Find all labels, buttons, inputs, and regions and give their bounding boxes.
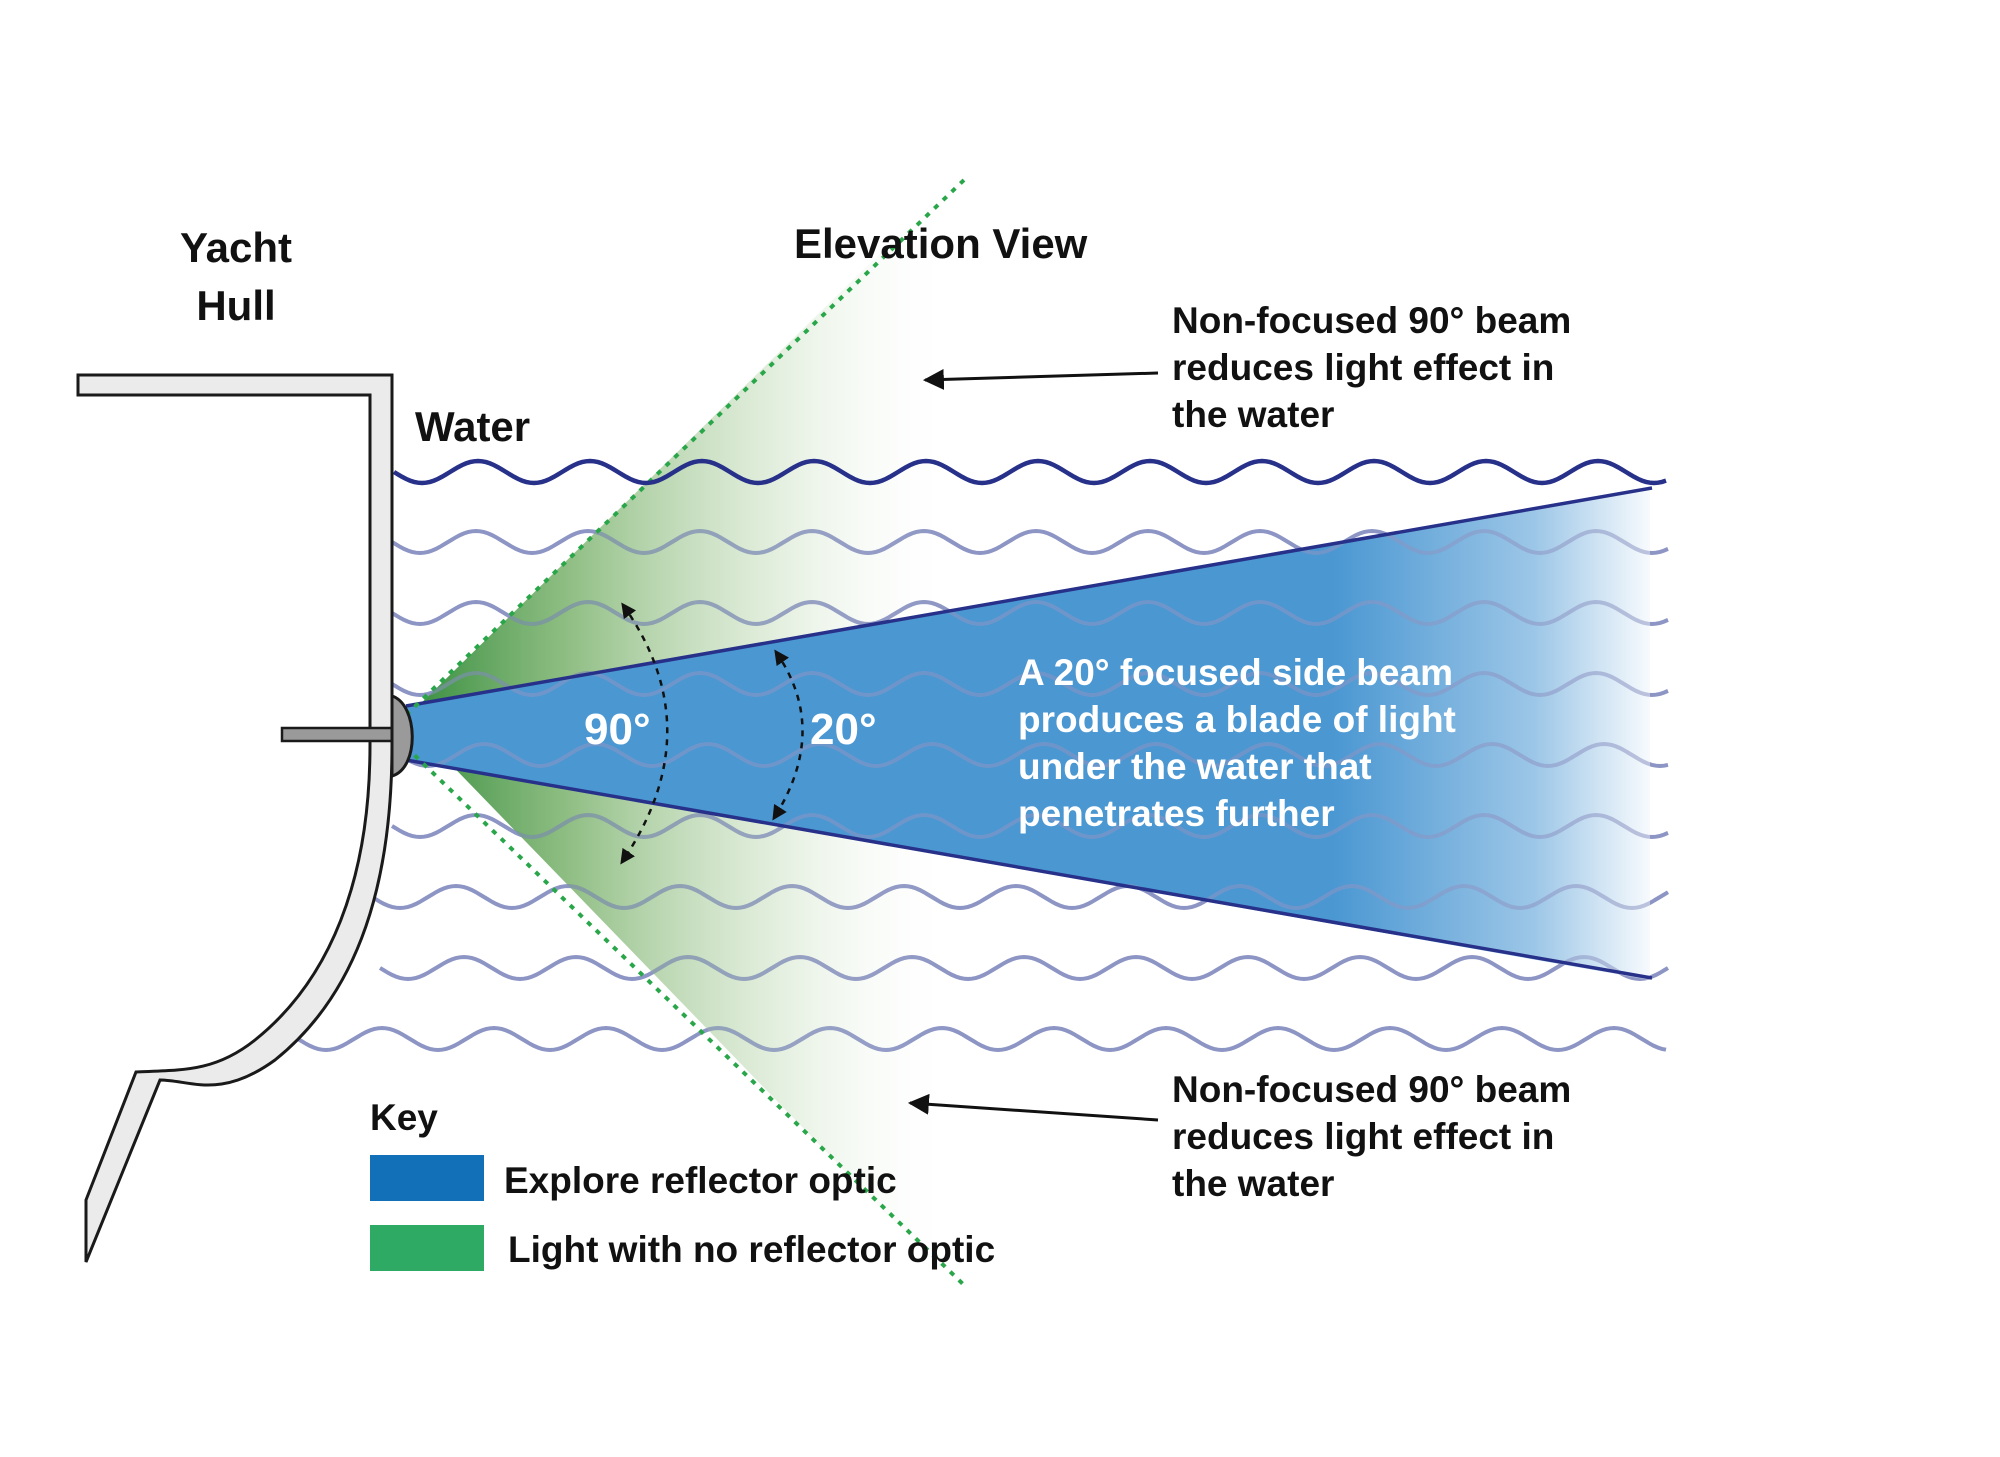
underwater-wave-line xyxy=(406,954,1650,980)
focused-beam-text-line3: under the water that xyxy=(1018,746,1372,787)
water-label: Water xyxy=(415,403,530,450)
elevation-view-title: Elevation View xyxy=(794,220,1088,267)
yacht-hull xyxy=(76,373,394,1263)
focused-beam-text-line1: A 20° focused side beam xyxy=(1018,652,1453,693)
focused-beam-text-line2: produces a blade of light xyxy=(1018,699,1456,740)
focused-beam-lower-edge xyxy=(405,758,1653,980)
green-beam-lower-boundary xyxy=(404,745,966,1287)
angle-90-label: 90° xyxy=(584,705,651,754)
underwater-wave-line xyxy=(406,528,970,556)
top-callout-arrow xyxy=(922,368,1159,390)
legend: Key Explore reflector optic Light with n… xyxy=(370,1097,995,1271)
legend-swatch-no-reflector xyxy=(370,1225,484,1271)
focused-beam-upper-edge xyxy=(405,486,1653,708)
bottom-callout-arrow xyxy=(907,1093,1159,1122)
yacht-hull-label-line2: Hull xyxy=(196,282,275,329)
bottom-callout-line3: the water xyxy=(1172,1163,1334,1204)
bottom-callout-line1: Non-focused 90° beam xyxy=(1172,1069,1571,1110)
underwater-wave-line xyxy=(406,954,970,982)
light-mounting-stem xyxy=(280,726,396,743)
legend-swatch-explore-optic xyxy=(370,1155,484,1201)
underwater-wave-line xyxy=(406,812,970,840)
underwater-wave-line xyxy=(406,741,1650,769)
top-callout-line3: the water xyxy=(1172,394,1334,435)
top-callout-line1: Non-focused 90° beam xyxy=(1172,300,1571,341)
water-surface-wave xyxy=(392,458,1667,486)
angle-20-arc xyxy=(772,649,804,821)
underwater-light-fixture xyxy=(390,693,414,778)
legend-title: Key xyxy=(370,1097,438,1138)
focused-beam-text-line4: penetrates further xyxy=(1018,793,1335,834)
legend-label-no-reflector: Light with no reflector optic xyxy=(508,1229,995,1270)
underwater-wave-line xyxy=(406,883,970,911)
angle-90-arc xyxy=(620,602,669,865)
angle-20-label: 20° xyxy=(810,705,877,754)
underwater-wave-line xyxy=(406,670,1650,698)
underwater-wave-line xyxy=(378,954,1670,982)
green-beam-upper-boundary xyxy=(404,178,966,717)
legend-label-explore-optic: Explore reflector optic xyxy=(504,1160,897,1201)
yacht-hull-label-line1: Yacht xyxy=(180,224,292,271)
top-callout-line2: reduces light effect in xyxy=(1172,347,1554,388)
bottom-callout-line2: reduces light effect in xyxy=(1172,1116,1554,1157)
underwater-wave-line xyxy=(296,1025,1667,1053)
underwater-wave-line xyxy=(406,599,970,627)
focused-20-beam xyxy=(406,490,1650,980)
